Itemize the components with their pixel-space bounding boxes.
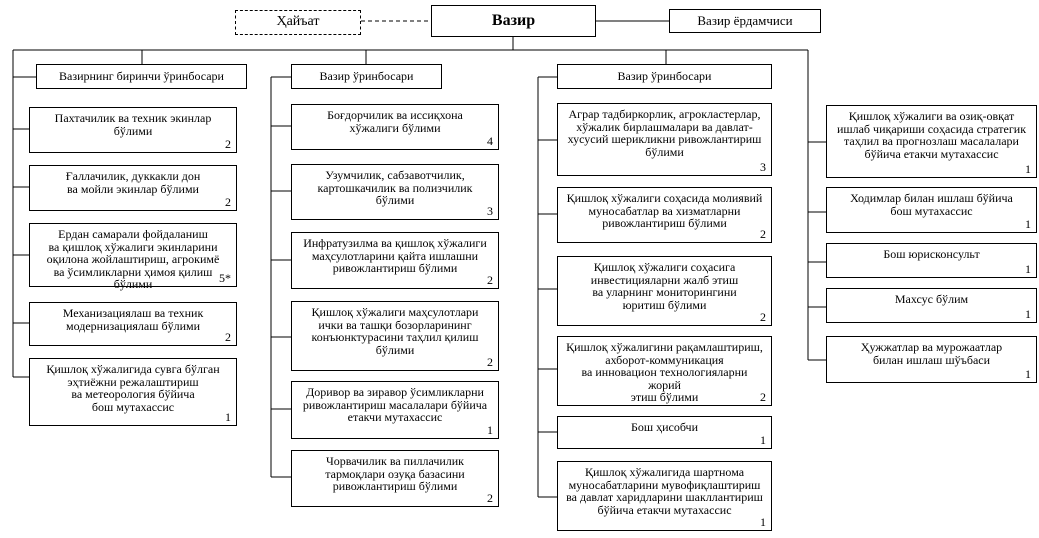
department-box: Қишлоқ хўжалигида шартнома муносабатлари… — [557, 461, 772, 531]
department-name: Инфратузилма ва қишлоқ хўжалиги маҳсулот… — [303, 236, 487, 275]
department-box: Узумчилик, сабзавотчилик, картошкачилик … — [291, 164, 499, 220]
department-box: Қишлоқ хўжалиги соҳасига инвестицияларни… — [557, 256, 772, 326]
department-name: Махсус бўлим — [894, 292, 969, 306]
assistant-label: Вазир ёрдамчиси — [697, 12, 793, 28]
staff-count: 1 — [487, 423, 493, 437]
staff-count: 2 — [225, 137, 231, 151]
staff-count: 2 — [225, 195, 231, 209]
minister-label: Вазир — [491, 11, 536, 29]
deputy-box: Вазир ўринбосари — [291, 64, 442, 89]
specialist-box: Қишлоқ хўжалиги ва озиқ-овқат ишлаб чиқа… — [826, 105, 1037, 178]
staff-count: 2 — [487, 491, 493, 505]
department-name: Қишлоқ хўжалигида шартнома муносабатлари… — [566, 465, 763, 517]
department-name: Қишлоқ хўжалиги соҳасида молиявий муноса… — [566, 191, 763, 230]
staff-count: 2 — [760, 310, 766, 324]
department-name: Доривор ва зиравор ўсимликларни ривожлан… — [302, 385, 488, 424]
department-box: Қишлоқ хўжалиги маҳсулотлари ички ва таш… — [291, 301, 499, 371]
staff-count: 1 — [760, 433, 766, 447]
department-name: Қишлоқ хўжалигини рақамлаштириш, ахборот… — [566, 340, 763, 404]
staff-count: 1 — [225, 410, 231, 424]
department-box: Аграр тадбиркорлик, агрокластерлар, хўжа… — [557, 103, 772, 176]
staff-count: 3 — [760, 160, 766, 174]
department-name: Бош юрисконсульт — [883, 247, 980, 261]
staff-count: 1 — [1025, 217, 1031, 231]
department-name: Ердан самарали фойдаланиш ва қишлоқ хўжа… — [46, 227, 220, 291]
column-head-label: Вазир ўринбосари — [617, 69, 712, 84]
department-box: Инфратузилма ва қишлоқ хўжалиги маҳсулот… — [291, 232, 499, 289]
column-head-label: Вазир ўринбосари — [319, 69, 414, 84]
department-box: Ғаллачилик, дуккакли дон ва мойли экинла… — [29, 165, 237, 211]
council-label: Ҳайъат — [276, 14, 320, 30]
staff-count: 3 — [487, 204, 493, 218]
department-box: Пахтачилик ва техник экинлар бўлими 2 — [29, 107, 237, 153]
department-box: Бош ҳисобчи 1 — [557, 416, 772, 449]
council-box: Ҳайъат — [235, 10, 361, 35]
department-box: Қишлоқ хўжалиги соҳасида молиявий муноса… — [557, 187, 772, 243]
staff-count: 2 — [487, 355, 493, 369]
department-box: Ердан самарали фойдаланиш ва қишлоқ хўжа… — [29, 223, 237, 290]
deputy-box: Вазир ўринбосари — [557, 64, 772, 89]
department-name: Бош ҳисобчи — [631, 420, 698, 434]
department-name: Боғдорчилик ва иссиқхона хўжалиги бўлими — [327, 108, 463, 135]
department-name: Механизациялаш ва техник модернизациялаш… — [62, 306, 204, 333]
staff-count: 1 — [760, 515, 766, 529]
specialist-box: Махсус бўлим 1 — [826, 288, 1037, 323]
staff-count: 1 — [1025, 262, 1031, 276]
specialist-box: Ҳужжатлар ва мурожаатлар билан ишлаш шўъ… — [826, 336, 1037, 383]
department-name: Узумчилик, сабзавотчилик, картошкачилик … — [317, 168, 473, 207]
department-name: Аграр тадбиркорлик, агрокластерлар, хўжа… — [567, 107, 762, 159]
department-box: Боғдорчилик ва иссиқхона хўжалиги бўлими… — [291, 104, 499, 150]
department-box: Қишлоқ хўжалигида сувга бўлган эҳтиёжни … — [29, 358, 237, 426]
assistant-box: Вазир ёрдамчиси — [669, 9, 821, 33]
department-box: Доривор ва зиравор ўсимликларни ривожлан… — [291, 381, 499, 439]
department-name: Ғаллачилик, дуккакли дон ва мойли экинла… — [65, 169, 201, 196]
staff-count: 2 — [760, 390, 766, 404]
specialist-box: Бош юрисконсульт 1 — [826, 243, 1037, 278]
staff-count: 5* — [219, 271, 231, 285]
staff-count: 2 — [760, 227, 766, 241]
staff-count: 2 — [487, 273, 493, 287]
first-deputy-box: Вазирнинг биринчи ўринбосари — [36, 64, 247, 89]
column-head-label: Вазирнинг биринчи ўринбосари — [59, 69, 224, 84]
department-box: Қишлоқ хўжалигини рақамлаштириш, ахборот… — [557, 336, 772, 406]
department-name: Ходимлар билан ишлаш бўйича бош мутахасс… — [850, 191, 1013, 218]
department-box: Чорвачилик ва пиллачилик тармоқлари озуқ… — [291, 450, 499, 507]
department-name: Қишлоқ хўжалиги маҳсулотлари ички ва таш… — [311, 305, 479, 357]
staff-count: 1 — [1025, 162, 1031, 176]
minister-box: Вазир — [431, 5, 596, 37]
department-name: Қишлоқ хўжалиги соҳасига инвестицияларни… — [590, 260, 739, 312]
staff-count: 1 — [1025, 367, 1031, 381]
department-name: Қишлоқ хўжалиги ва озиқ-овқат ишлаб чиқа… — [836, 109, 1027, 161]
specialist-box: Ходимлар билан ишлаш бўйича бош мутахасс… — [826, 187, 1037, 233]
staff-count: 2 — [225, 330, 231, 344]
department-box: Механизациялаш ва техник модернизациялаш… — [29, 302, 237, 346]
staff-count: 1 — [1025, 307, 1031, 321]
department-name: Пахтачилик ва техник экинлар бўлими — [54, 111, 212, 138]
department-name: Қишлоқ хўжалигида сувга бўлган эҳтиёжни … — [46, 362, 220, 414]
department-name: Ҳужжатлар ва мурожаатлар билан ишлаш шўъ… — [860, 340, 1003, 367]
staff-count: 4 — [487, 134, 493, 148]
department-name: Чорвачилик ва пиллачилик тармоқлари озуқ… — [325, 454, 465, 493]
